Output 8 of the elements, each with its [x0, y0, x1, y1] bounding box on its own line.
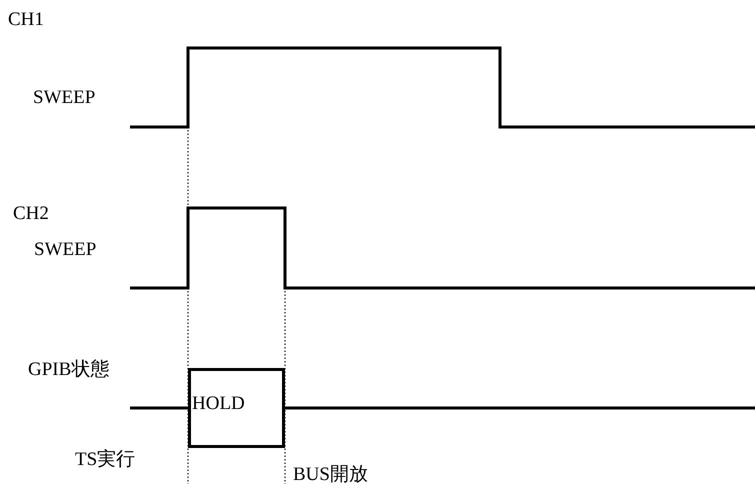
event-label: TS実行	[75, 450, 136, 469]
signal-label: SWEEP	[34, 240, 96, 259]
channel-label: CH1	[8, 10, 44, 29]
channel-label: CH2	[13, 204, 49, 223]
event-label: BUS開放	[293, 465, 368, 484]
signal-label: SWEEP	[33, 88, 96, 107]
signal-label: GPIB状態	[28, 360, 110, 379]
bus-state-box: HOLD	[188, 368, 285, 448]
